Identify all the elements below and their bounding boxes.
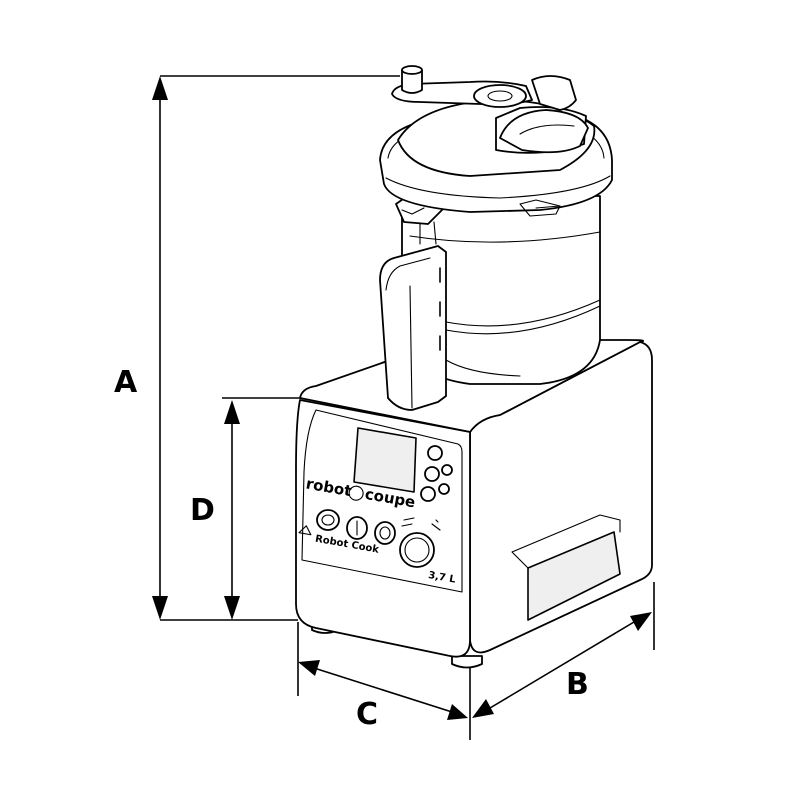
stop-button-inner (379, 526, 391, 540)
appliance: robot coupe Robot Cook 3,7 L (295, 65, 653, 669)
dimension-d-label: D (190, 493, 215, 528)
scraper-knob-top (401, 65, 423, 75)
dimension-d: D (190, 397, 304, 620)
lid-lock-tab (519, 199, 561, 217)
pulse-button-inner (321, 514, 335, 526)
brand-logo-mark (348, 485, 364, 501)
lid-lock-tab-line (535, 205, 561, 209)
feed-tube-hood (531, 75, 577, 111)
feed-tube-mouth (499, 109, 589, 154)
scraper-arm (391, 65, 533, 108)
pulse-button[interactable] (316, 509, 340, 531)
button-top[interactable] (427, 445, 443, 461)
dimension-b-label: B (566, 667, 589, 702)
button-power[interactable] (420, 486, 436, 502)
dimension-a: A (114, 75, 400, 621)
dimension-b-left-arrow (472, 699, 494, 718)
button-middle-right[interactable] (441, 464, 453, 476)
bowl-rim-line (409, 231, 601, 243)
dimension-a-top-arrow (152, 76, 168, 100)
handle-latch-posts (419, 221, 437, 245)
bowl-band-bottom (445, 305, 601, 335)
dimension-b-line (489, 621, 635, 709)
scraper-hub (473, 84, 527, 108)
scraper-hub-inner (487, 90, 513, 102)
control-panel (301, 409, 463, 593)
display-screen (353, 427, 417, 493)
button-middle-left[interactable] (424, 466, 440, 482)
dimension-a-label: A (114, 365, 138, 400)
flame-icon (298, 525, 312, 536)
speed-low-icon (401, 517, 415, 527)
bowl-band-top (445, 299, 601, 327)
dimension-d-top-arrow (224, 400, 240, 424)
dimension-c-label: C (356, 697, 378, 732)
dimension-c-right-arrow (447, 704, 468, 720)
capacity-label: 3,7 L (427, 570, 457, 586)
base-side-panel-edge (511, 514, 621, 569)
handle-grip[interactable] (379, 245, 447, 411)
handle-inner-line (385, 257, 431, 291)
bowl-bottom-curve (445, 359, 521, 377)
handle-edge-line (409, 285, 413, 409)
foot-front-right (451, 655, 483, 669)
dimension-d-bottom-arrow (224, 596, 240, 620)
dimension-c-left-arrow (298, 660, 320, 676)
feed-tube (495, 75, 589, 154)
stop-button[interactable] (374, 521, 396, 545)
dimension-c-line (313, 667, 453, 713)
dimension-b-right-arrow (630, 612, 652, 631)
speed-knob-inner (404, 537, 430, 563)
dimension-a-bottom-arrow (152, 596, 168, 620)
dimension-c: C (297, 622, 471, 740)
feed-tube-inner (519, 124, 575, 135)
lid-rim-lower (385, 175, 611, 199)
button-lower-right[interactable] (438, 483, 450, 495)
dimension-b: B (472, 582, 655, 718)
base-side-panel (527, 531, 621, 621)
speed-high-icon (431, 519, 441, 531)
